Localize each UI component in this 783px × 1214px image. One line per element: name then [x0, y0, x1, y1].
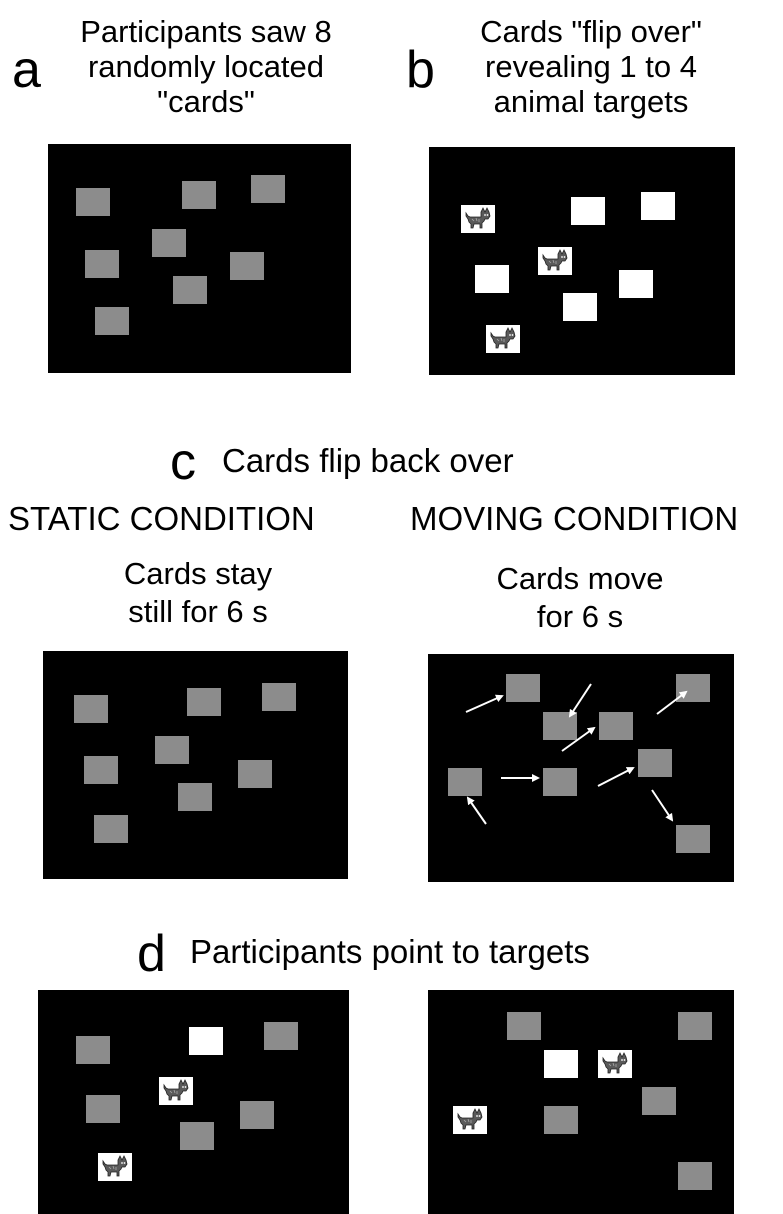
card-back — [238, 760, 272, 788]
cat-card — [98, 1153, 132, 1181]
card-front — [641, 192, 675, 220]
motion-arrow — [597, 767, 635, 787]
panel-b-caption-line: revealing 1 to 4 — [485, 49, 697, 84]
card-back — [95, 307, 129, 335]
moving-caption-line: Cards move — [496, 561, 664, 596]
card-back — [251, 175, 285, 203]
panel-d-caption: Participants point to targets — [190, 933, 590, 970]
cat-icon — [464, 207, 492, 231]
motion-arrow — [568, 683, 592, 718]
card-back — [448, 768, 482, 796]
static-caption-line: still for 6 s — [128, 594, 268, 629]
motion-arrow — [656, 690, 688, 715]
card-back — [638, 749, 672, 777]
cat-card — [538, 247, 572, 275]
panel-b-caption-line: animal targets — [493, 84, 689, 119]
card-back — [543, 768, 577, 796]
panel-b-caption-line: Cards "flip over" — [480, 14, 702, 49]
moving-condition-caption: Cards move for 6 s — [430, 560, 730, 636]
cat-card — [159, 1077, 193, 1105]
cat-icon — [489, 327, 517, 351]
card-front — [563, 293, 597, 321]
screen-a — [48, 144, 351, 373]
cat-card — [453, 1106, 487, 1134]
card-back — [178, 783, 212, 811]
card-back — [678, 1162, 712, 1190]
motion-arrow — [466, 796, 487, 825]
motion-arrow — [651, 789, 674, 822]
card-back — [74, 695, 108, 723]
panel-a-caption: Participants saw 8 randomly located "car… — [50, 14, 362, 119]
motion-arrow — [465, 694, 504, 713]
cat-icon — [456, 1108, 484, 1132]
card-back — [262, 683, 296, 711]
card-back — [94, 815, 128, 843]
screen-static-response — [38, 990, 349, 1214]
card-back — [155, 736, 189, 764]
panel-c-caption: Cards flip back over — [222, 442, 514, 479]
cat-card — [486, 325, 520, 353]
card-back — [182, 181, 216, 209]
screen-moving-response — [428, 990, 734, 1214]
cat-card — [598, 1050, 632, 1078]
panel-a-caption-line: "cards" — [157, 84, 255, 119]
card-front — [475, 265, 509, 293]
cat-icon — [162, 1079, 190, 1103]
card-back — [84, 756, 118, 784]
static-condition-caption: Cards stay still for 6 s — [48, 555, 348, 631]
motion-arrow — [561, 726, 596, 752]
card-back — [76, 188, 110, 216]
cat-icon — [601, 1052, 629, 1076]
moving-condition-heading: MOVING CONDITION — [410, 500, 739, 537]
panel-a-letter: a — [12, 41, 41, 99]
card-back — [264, 1022, 298, 1050]
panel-c-letter: c — [170, 433, 196, 491]
cat-icon — [101, 1155, 129, 1179]
panel-d-letter: d — [137, 925, 166, 983]
card-front — [571, 197, 605, 225]
cat-icon — [541, 249, 569, 273]
card-back — [85, 250, 119, 278]
card-back — [152, 229, 186, 257]
card-back — [506, 674, 540, 702]
card-back — [507, 1012, 541, 1040]
card-back — [599, 712, 633, 740]
screen-moving — [428, 654, 734, 882]
static-caption-line: Cards stay — [123, 556, 273, 591]
card-front — [189, 1027, 223, 1055]
card-back — [187, 688, 221, 716]
panel-a-caption-line: Participants saw 8 — [80, 14, 332, 49]
card-back — [173, 276, 207, 304]
panel-a-caption-line: randomly located — [87, 49, 325, 84]
cat-card — [461, 205, 495, 233]
card-back — [676, 825, 710, 853]
card-back — [678, 1012, 712, 1040]
card-back — [76, 1036, 110, 1064]
card-back — [240, 1101, 274, 1129]
screen-b — [429, 147, 735, 375]
card-back — [86, 1095, 120, 1123]
motion-arrows — [465, 683, 688, 825]
card-back — [230, 252, 264, 280]
card-back — [180, 1122, 214, 1150]
card-front — [619, 270, 653, 298]
screen-static — [43, 651, 348, 879]
static-condition-heading: STATIC CONDITION — [8, 500, 315, 537]
card-back — [544, 1106, 578, 1134]
panel-b-letter: b — [406, 41, 435, 99]
moving-caption-line: for 6 s — [536, 599, 624, 634]
panel-b-caption: Cards "flip over" revealing 1 to 4 anima… — [436, 14, 746, 119]
card-back — [642, 1087, 676, 1115]
card-front — [544, 1050, 578, 1078]
